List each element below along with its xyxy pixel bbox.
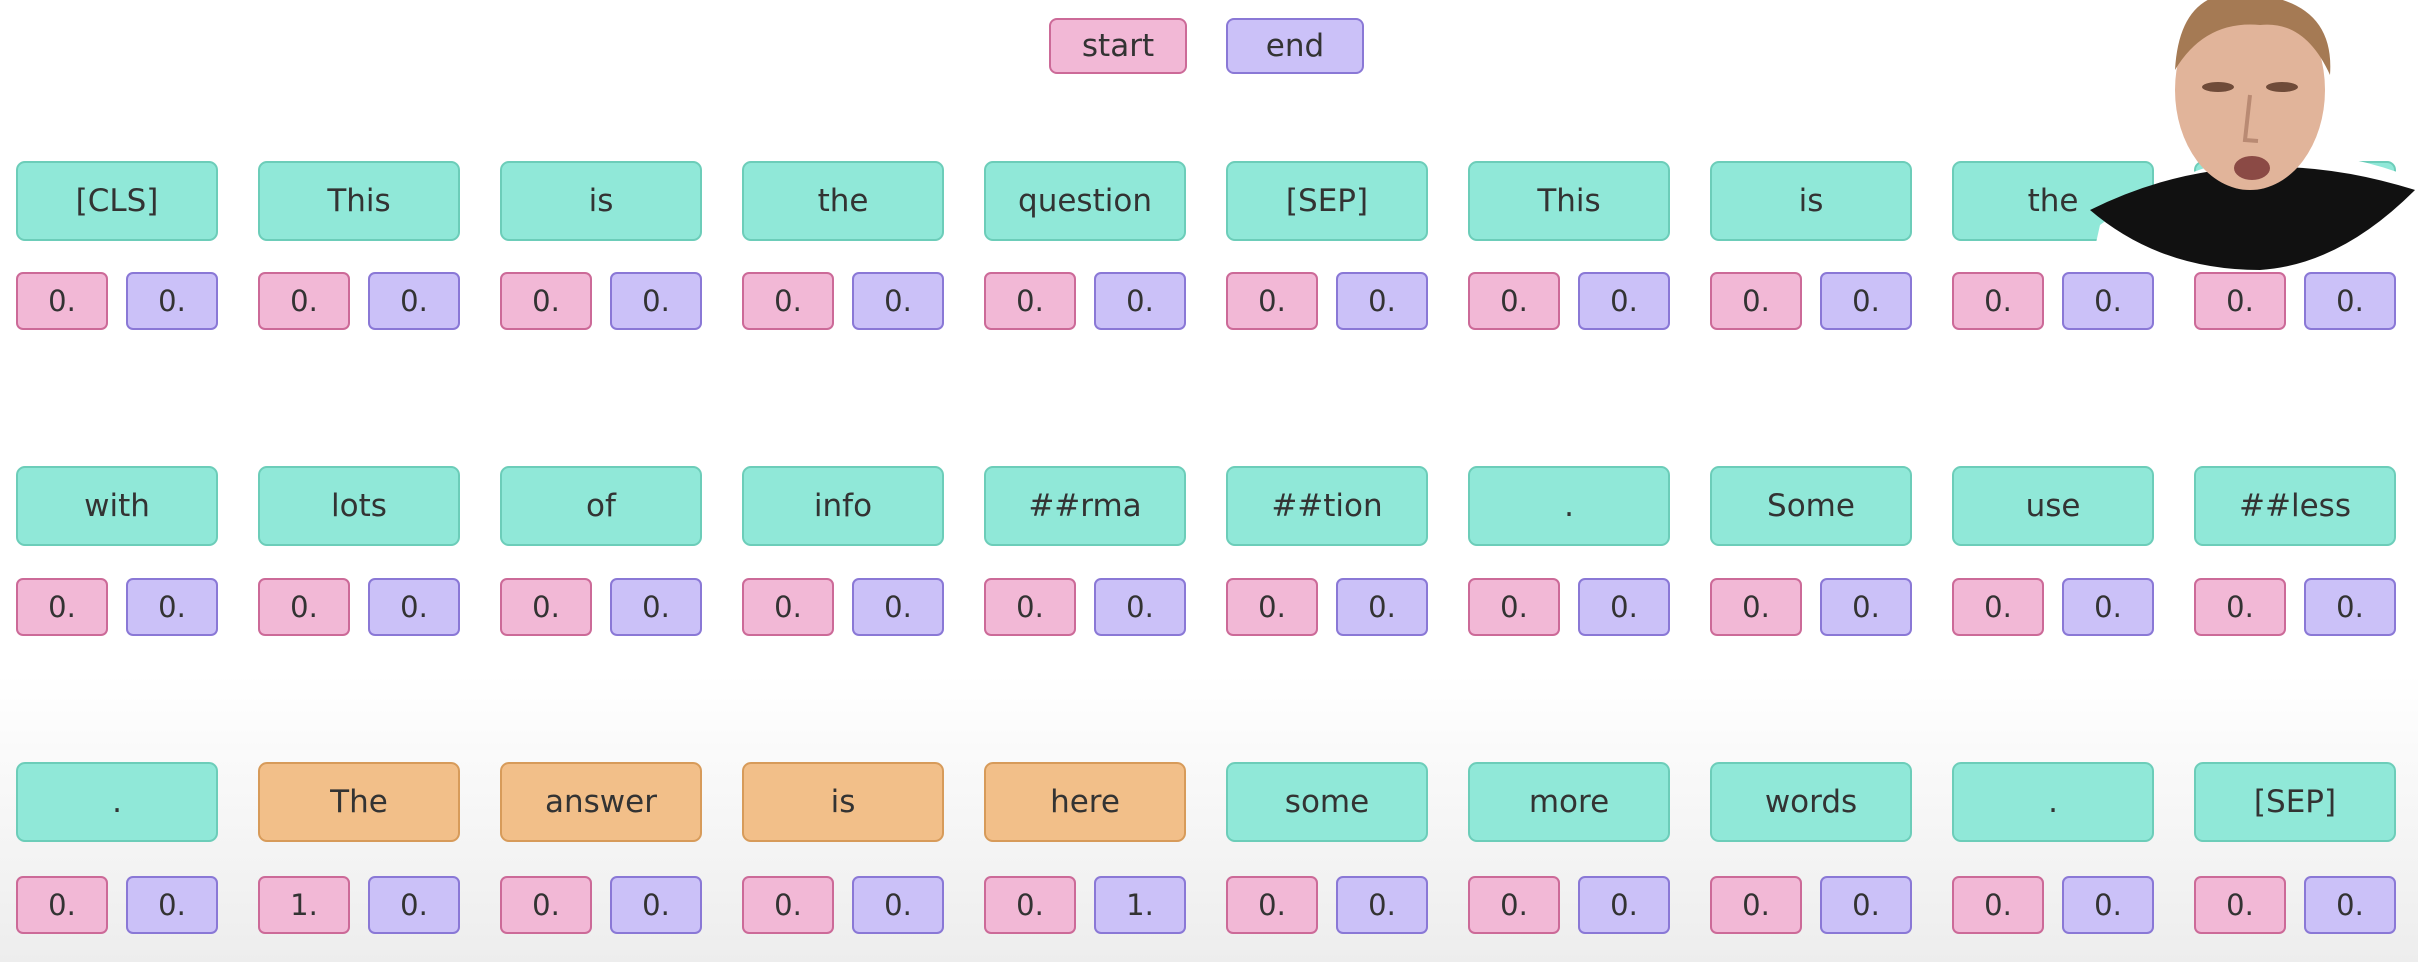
start-probability: 0. — [16, 272, 108, 330]
end-probability: 0. — [368, 578, 460, 636]
token-box: question — [984, 161, 1186, 241]
end-probability: 0. — [126, 272, 218, 330]
token-box: words — [1710, 762, 1912, 842]
token-box: Some — [1710, 466, 1912, 546]
token-box: with — [16, 466, 218, 546]
start-probability: 0. — [500, 578, 592, 636]
token-box: [CLS] — [16, 161, 218, 241]
end-probability: 0. — [610, 876, 702, 934]
end-probability: 0. — [1578, 578, 1670, 636]
end-probability: 0. — [852, 876, 944, 934]
token-box: is — [742, 762, 944, 842]
start-probability: 0. — [16, 578, 108, 636]
start-probability: 0. — [1468, 876, 1560, 934]
token-box: is — [1710, 161, 1912, 241]
presenter-overlay — [2090, 0, 2418, 270]
end-probability: 0. — [610, 578, 702, 636]
end-probability: 0. — [1820, 272, 1912, 330]
token-box: more — [1468, 762, 1670, 842]
start-probability: 0. — [742, 876, 834, 934]
start-probability: 0. — [1952, 876, 2044, 934]
token-box: answer — [500, 762, 702, 842]
end-probability: 0. — [2304, 578, 2396, 636]
start-probability: 0. — [16, 876, 108, 934]
end-probability: 0. — [1094, 272, 1186, 330]
start-probability: 0. — [1710, 578, 1802, 636]
token-box: [SEP] — [1226, 161, 1428, 241]
token-box: is — [500, 161, 702, 241]
end-probability: 0. — [1336, 578, 1428, 636]
token-box: here — [984, 762, 1186, 842]
token-box: ##rma — [984, 466, 1186, 546]
start-probability: 0. — [258, 578, 350, 636]
legend-end: end — [1226, 18, 1364, 74]
start-probability: 0. — [742, 272, 834, 330]
end-probability: 0. — [126, 578, 218, 636]
end-probability: 0. — [2304, 876, 2396, 934]
legend-start: start — [1049, 18, 1187, 74]
start-probability: 0. — [1226, 876, 1318, 934]
end-probability: 0. — [852, 578, 944, 636]
end-probability: 0. — [1578, 272, 1670, 330]
start-probability: 0. — [1710, 272, 1802, 330]
end-probability: 0. — [1820, 578, 1912, 636]
start-probability: 0. — [984, 578, 1076, 636]
end-probability: 0. — [1336, 272, 1428, 330]
token-box: of — [500, 466, 702, 546]
end-probability: 0. — [1578, 876, 1670, 934]
start-probability: 0. — [500, 876, 592, 934]
start-probability: 0. — [1952, 578, 2044, 636]
token-box: This — [1468, 161, 1670, 241]
start-probability: 0. — [500, 272, 592, 330]
start-probability: 0. — [1710, 876, 1802, 934]
token-box: This — [258, 161, 460, 241]
token-box: [SEP] — [2194, 762, 2396, 842]
start-probability: 0. — [2194, 876, 2286, 934]
start-probability: 0. — [984, 876, 1076, 934]
end-probability: 0. — [852, 272, 944, 330]
end-probability: 0. — [368, 876, 460, 934]
end-probability: 0. — [610, 272, 702, 330]
end-probability: 0. — [1336, 876, 1428, 934]
token-box: info — [742, 466, 944, 546]
start-probability: 0. — [742, 578, 834, 636]
start-probability: 0. — [984, 272, 1076, 330]
token-box: . — [1468, 466, 1670, 546]
token-box: . — [1952, 762, 2154, 842]
token-box: . — [16, 762, 218, 842]
end-probability: 0. — [1820, 876, 1912, 934]
start-probability: 0. — [2194, 272, 2286, 330]
token-box: the — [742, 161, 944, 241]
end-probability: 0. — [2062, 876, 2154, 934]
token-box: The — [258, 762, 460, 842]
start-probability: 0. — [1468, 272, 1560, 330]
start-probability: 1. — [258, 876, 350, 934]
start-probability: 0. — [1468, 578, 1560, 636]
start-probability: 0. — [1226, 272, 1318, 330]
start-probability: 0. — [258, 272, 350, 330]
token-box: lots — [258, 466, 460, 546]
legend: start end — [0, 18, 2418, 78]
end-probability: 0. — [1094, 578, 1186, 636]
token-box: ##tion — [1226, 466, 1428, 546]
token-box: ##less — [2194, 466, 2396, 546]
end-probability: 0. — [368, 272, 460, 330]
start-probability: 0. — [2194, 578, 2286, 636]
start-probability: 0. — [1226, 578, 1318, 636]
token-grid: [CLS] 0. 0. This 0. 0. is 0. 0. the 0. 0. question 0.… — [16, 0, 2416, 962]
end-probability: 0. — [2062, 578, 2154, 636]
end-probability: 1. — [1094, 876, 1186, 934]
end-probability: 0. — [126, 876, 218, 934]
end-probability: 0. — [2062, 272, 2154, 330]
start-probability: 0. — [1952, 272, 2044, 330]
token-box: use — [1952, 466, 2154, 546]
token-box: some — [1226, 762, 1428, 842]
end-probability: 0. — [2304, 272, 2396, 330]
